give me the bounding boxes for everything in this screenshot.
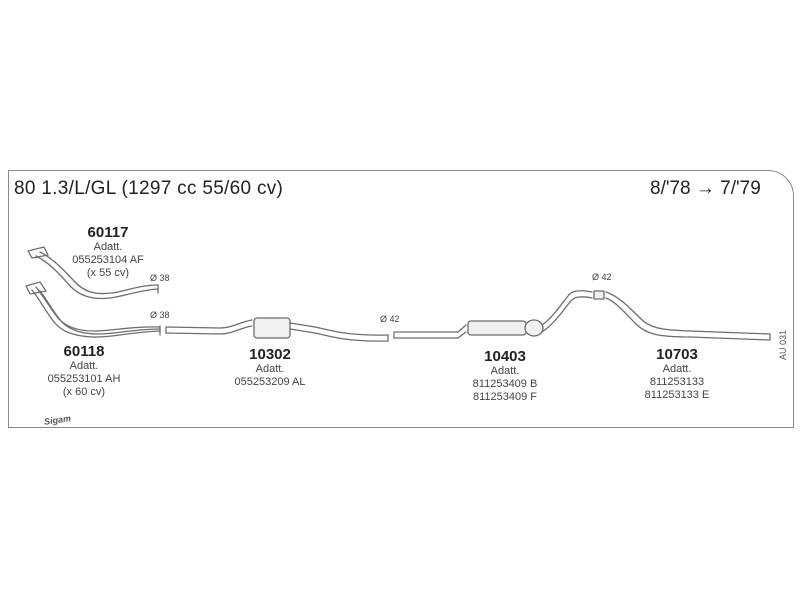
manifold-60118-drawing bbox=[25, 281, 161, 338]
diameter-label: Ø 38 bbox=[150, 310, 170, 320]
part-label-60117: 60117 Adatt. 055253104 AF (x 55 cv) bbox=[72, 224, 144, 280]
vehicle-title: 80 1.3/L/GL (1297 cc 55/60 cv) bbox=[14, 178, 284, 199]
reference-number: 811253133 bbox=[649, 376, 705, 388]
date-range: 8/'78 → 7/'79 bbox=[650, 178, 761, 199]
part-number: 60118 bbox=[63, 343, 105, 360]
part-label-10703: 10703 Adatt. 811253133 811253133 E bbox=[645, 346, 710, 402]
reference-number: 055253104 AF bbox=[72, 254, 144, 266]
reference-note: (x 60 cv) bbox=[62, 386, 106, 398]
part-number: 10302 bbox=[249, 346, 291, 363]
reference-note: (x 55 cv) bbox=[86, 267, 130, 279]
front-pipe-10302-drawing bbox=[165, 317, 389, 342]
diameter-label: Ø 42 bbox=[380, 314, 400, 324]
reference-number: 811253133 E bbox=[644, 389, 710, 401]
part-label-10403: 10403 Adatt. 811253409 B 811253409 F bbox=[473, 348, 538, 404]
adatt-label: Adatt. bbox=[69, 360, 99, 372]
reference-number: 811253409 F bbox=[472, 391, 538, 403]
center-section-10403-drawing bbox=[393, 290, 593, 339]
catalog-code: AU 031 bbox=[778, 329, 788, 360]
diameter-label: Ø 42 bbox=[592, 272, 612, 282]
part-number: 10703 bbox=[656, 346, 698, 363]
tail-pipe-10703-drawing bbox=[593, 290, 771, 341]
adatt-label: Adatt. bbox=[662, 363, 692, 375]
adatt-label: Adatt. bbox=[93, 241, 123, 253]
diameter-label: Ø 38 bbox=[150, 273, 170, 283]
part-number: 60117 bbox=[87, 224, 129, 241]
part-label-60118: 60118 Adatt. 055253101 AH (x 60 cv) bbox=[48, 343, 121, 399]
part-label-10302: 10302 Adatt. 055253209 AL bbox=[235, 346, 306, 389]
reference-number: 055253101 AH bbox=[47, 373, 121, 385]
adatt-label: Adatt. bbox=[490, 365, 520, 377]
reference-number: 811253409 B bbox=[472, 378, 538, 390]
diagram-frame bbox=[8, 170, 794, 428]
part-number: 10403 bbox=[484, 348, 526, 365]
manifold-60117-drawing bbox=[27, 246, 159, 300]
adatt-label: Adatt. bbox=[255, 363, 285, 375]
reference-number: 055253209 AL bbox=[234, 376, 306, 388]
